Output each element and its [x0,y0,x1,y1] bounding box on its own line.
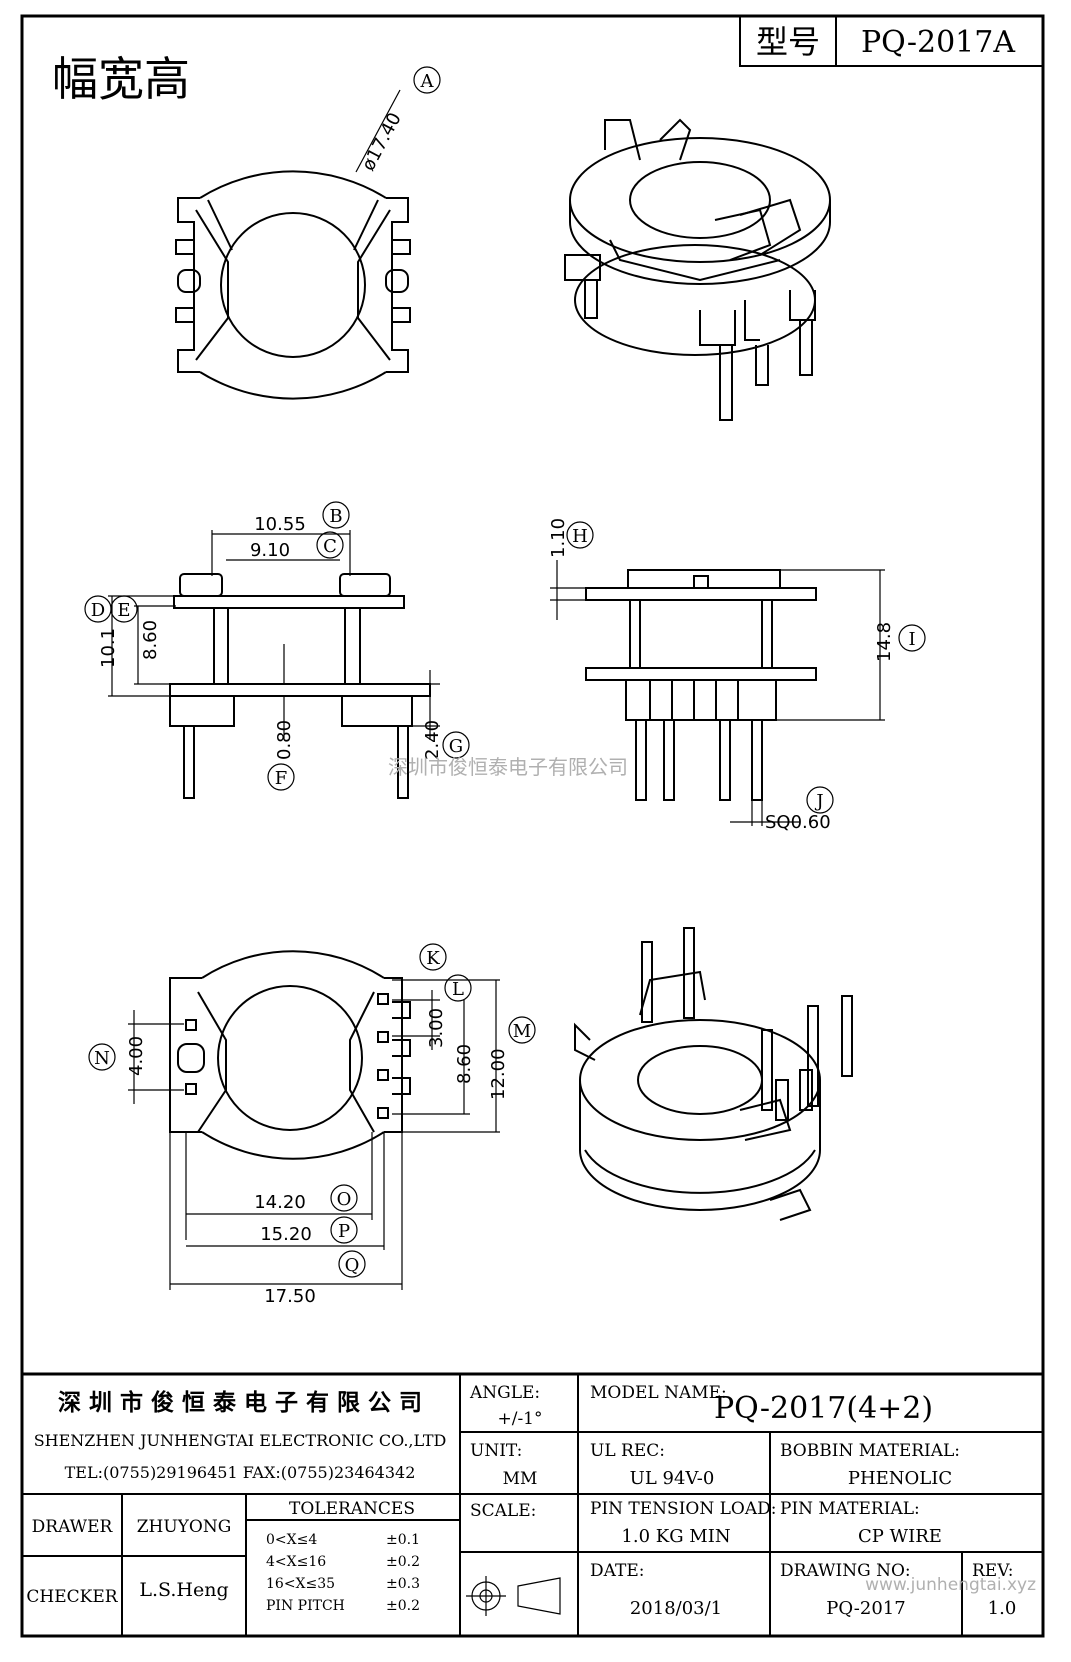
pin-material-value: CP WIRE [858,1526,942,1547]
title-block: 深 圳 市 俊 恒 泰 电 子 有 限 公 司 SHENZHEN JUNHENG… [20,1372,1045,1638]
dim-E-tag: E [117,600,130,621]
dim-L-tag: L [452,979,464,1000]
side-view [585,569,817,801]
dim-O-value: 14.20 [254,1192,306,1213]
front-view [169,573,431,799]
side-view-dims: 1.10 H 14.8 I SQ0.60 J [548,518,926,833]
drawing-no-label: DRAWING NO: [780,1561,911,1581]
company-name-en: SHENZHEN JUNHENGTAI ELECTRONIC CO.,LTD [34,1431,447,1450]
company-name-cn: 深 圳 市 俊 恒 泰 电 子 有 限 公 司 [58,1389,422,1416]
bobbin-material-label: BOBBIN MATERIAL: [780,1441,960,1461]
angle-label: ANGLE: [469,1383,540,1403]
dim-Q-tag: Q [345,1255,360,1276]
tolerance-value-3: ±0.3 [386,1576,420,1592]
rev-value: 1.0 [988,1598,1017,1619]
rev-label: REV: [972,1561,1014,1581]
dim-P-value: 15.20 [260,1224,312,1245]
model-label: 型号 [756,23,820,61]
dim-F-tag: F [275,768,288,789]
unit-value: MM [503,1469,538,1489]
iso-view-top [564,118,831,421]
angle-value: +/-1° [497,1409,542,1429]
dim-K-tag: K [426,948,440,969]
drawer-value: ZHUYONG [137,1517,232,1537]
dim-J-value: SQ0.60 [765,812,831,833]
dim-Q-value: 17.50 [264,1286,316,1307]
model-value: PQ-2017A [861,25,1015,60]
front-view-dims: 10.55 B 9.10 C D E 10.1 8.60 0.80 F 2.40… [84,501,470,791]
dim-M-tag: M [513,1021,531,1042]
tolerance-value-4: ±0.2 [386,1598,420,1614]
view-title: 幅宽高 [52,52,190,106]
model-name-value: PQ-2017(4+2) [714,1391,933,1426]
bottom-view [169,950,411,1160]
dim-I-value: 14.8 [874,622,895,662]
company-contact: TEL:(0755)29196451 FAX:(0755)23464342 [65,1463,416,1482]
scale-label: SCALE: [470,1501,536,1521]
dim-A-tag: A [420,71,435,92]
tolerance-range-1: 0<X≤4 [266,1532,317,1548]
drawer-label: DRAWER [32,1517,114,1537]
dim-N-value: 4.00 [126,1036,147,1076]
tolerance-value-1: ±0.1 [386,1532,420,1548]
bobbin-material-value: PHENOLIC [848,1468,952,1489]
unit-label: UNIT: [470,1441,522,1461]
dim-O-tag: O [337,1189,352,1210]
dim-G-value: 2.40 [422,720,443,760]
checker-value: L.S.Heng [139,1579,228,1601]
pin-tension-value: 1.0 KG MIN [621,1526,730,1547]
dim-A: ø17.40 A [355,66,441,174]
checker-label: CHECKER [26,1587,118,1607]
dim-J-tag: J [814,791,823,812]
dim-A-value: ø17.40 [358,109,406,174]
dim-H-value: 1.10 [548,518,569,558]
top-view [175,170,411,400]
tolerance-value-2: ±0.2 [386,1554,420,1570]
iso-view-bottom [574,927,853,1221]
drawing-no-value: PQ-2017 [826,1598,905,1619]
tolerances-label: TOLERANCES [289,1499,415,1519]
model-box: 型号 PQ-2017A [739,15,1044,67]
date-label: DATE: [590,1561,644,1581]
watermark-center: 深圳市俊恒泰电子有限公司 [388,755,628,779]
dim-F-value: 0.80 [274,720,295,760]
ul-rec-value: UL 94V-0 [630,1468,715,1489]
dim-L-value: 3.00 [426,1008,447,1048]
date-value: 2018/03/1 [630,1598,722,1619]
tolerance-range-3: 16<X≤35 [266,1576,335,1592]
tolerance-range-2: 4<X≤16 [266,1554,326,1570]
dim-D-value: 10.1 [98,628,119,668]
dim-P-tag: P [338,1221,350,1242]
ul-rec-label: UL REC: [590,1441,665,1461]
watermark-corner: www.junhengtai.xyz [865,1575,1036,1595]
dim-C-tag: C [323,536,337,557]
dim-M-value: 12.00 [488,1048,509,1100]
model-name-label: MODEL NAME: [590,1383,727,1403]
dim-I-tag: I [908,629,915,650]
dim-B-tag: B [329,506,342,527]
dim-H-tag: H [572,526,588,547]
dim-N-tag: N [94,1048,110,1069]
bottom-view-dims: K 3.00 L 8.60 12.00 M 4.00 N 14.20 O [88,943,536,1307]
dim-E-value: 8.60 [140,620,161,660]
dim-D-tag: D [91,600,105,621]
dim-L2-value: 8.60 [454,1044,475,1084]
pin-tension-label: PIN TENSION LOAD: [590,1499,777,1519]
dim-G-tag: G [449,736,463,757]
projection-symbol-icon [466,1576,561,1616]
dim-B-value: 10.55 [254,514,306,535]
tolerance-range-4: PIN PITCH [266,1598,345,1614]
pin-material-label: PIN MATERIAL: [780,1499,920,1519]
dim-C-value: 9.10 [250,540,290,561]
